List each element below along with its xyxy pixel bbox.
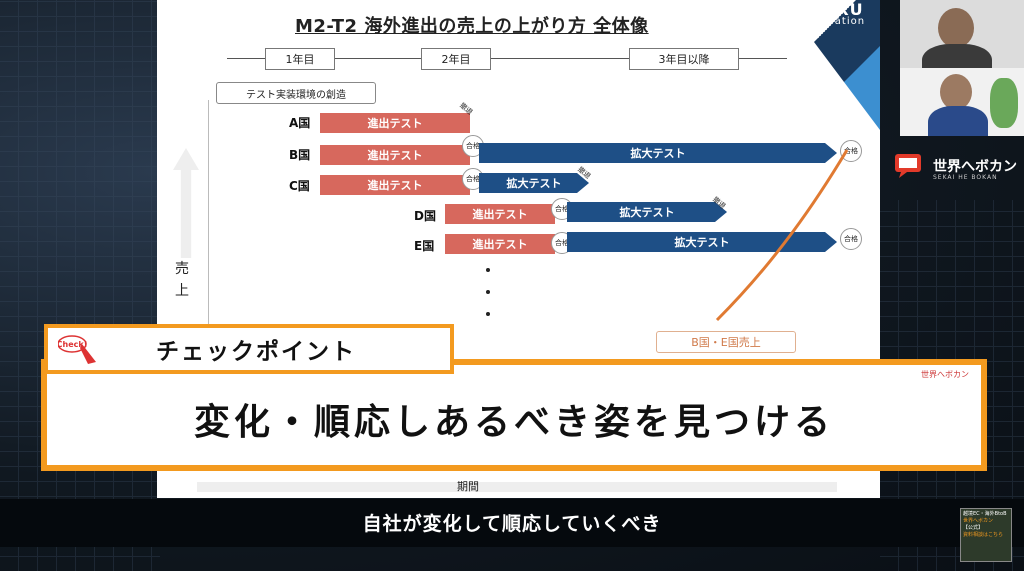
- webcam-participant-1: [900, 0, 1024, 68]
- mini-logo: 世界へボカン: [921, 370, 969, 379]
- thumb-line-3: 【公式】: [963, 525, 984, 531]
- channel-sub: SEKAI HE BOKAN: [933, 174, 998, 181]
- checkpoint-label: チェックポイント: [156, 339, 356, 365]
- subtitle-band: [0, 499, 1024, 547]
- sales-growth-curve: [715, 149, 849, 322]
- timeline-line: [227, 58, 787, 59]
- brand-logo: COUXU: [795, 0, 864, 19]
- participant-body: [922, 44, 992, 68]
- country-a-label: A国: [289, 116, 311, 130]
- plant: [990, 78, 1018, 128]
- sales-box: B国・E国売上: [656, 331, 796, 353]
- y-axis-label: 売上: [175, 261, 189, 299]
- country-c-label: C国: [289, 179, 310, 193]
- country-e-label: E国: [414, 239, 435, 253]
- promo-thumbnail[interactable]: 越境EC・海外BtoB 世界へボカン 【公式】 資料相談はこちら: [960, 508, 1012, 562]
- ellipsis-dot: [486, 290, 490, 294]
- webcam-participant-2: [900, 68, 1024, 136]
- country-e-entry-bar: 進出テスト: [445, 234, 555, 254]
- country-c-pass-badge: 合格: [462, 168, 484, 190]
- x-axis-arrow: [197, 482, 837, 492]
- headline-box: 世界へボカン 変化・順応しあるべき姿を見つける: [41, 359, 987, 471]
- y-axis-line: [208, 100, 209, 400]
- country-a-entry-bar: 進出テスト: [320, 113, 470, 133]
- participant-face: [940, 74, 972, 110]
- channel-logo: 世界へボカン SEKAI HE BOKAN: [893, 150, 1023, 186]
- country-b-label: B国: [289, 148, 311, 162]
- channel-logo-icon: [895, 154, 921, 178]
- ellipsis-dot: [486, 312, 490, 316]
- country-d-expand-bar: 拡大テスト: [567, 202, 727, 222]
- slide-title: M2-T2 海外進出の売上の上がり方 全体像: [295, 16, 649, 37]
- country-c-expand-bar: 拡大テスト: [479, 173, 589, 193]
- channel-name: 世界へボカン: [933, 159, 1017, 175]
- country-b-expand-bar: 拡大テスト: [479, 143, 837, 163]
- ellipsis-dot: [486, 268, 490, 272]
- x-axis-label: 期間: [457, 480, 479, 493]
- country-c-entry-bar: 進出テスト: [320, 175, 470, 195]
- participant-body: [928, 106, 988, 136]
- country-b-end-badge: 合格: [840, 140, 862, 162]
- svg-text:Check!: Check!: [58, 340, 87, 349]
- brand-sub: Corporation: [795, 16, 866, 27]
- headline-text: 変化・順応しあるべき姿を見つける: [193, 402, 834, 443]
- env-creation-box: テスト実装環境の創造: [216, 82, 376, 104]
- year-1-label: 1年目: [265, 48, 335, 70]
- thumb-line-2: 世界へボカン: [963, 518, 994, 524]
- thumb-line-4: 資料相談はこちら: [963, 532, 1004, 538]
- country-b-entry-bar: 進出テスト: [320, 145, 470, 165]
- year-3-label: 3年目以降: [629, 48, 739, 70]
- year-2-label: 2年目: [421, 48, 491, 70]
- country-d-entry-bar: 進出テスト: [445, 204, 555, 224]
- subtitle-text: 自社が変化して順応していくべき: [362, 513, 662, 535]
- participant-face: [938, 8, 974, 48]
- checkpoint-label-box: Check! チェックポイント: [44, 324, 454, 374]
- thumb-line-1: 越境EC・海外BtoB: [963, 511, 1007, 517]
- country-e-expand-bar: 拡大テスト: [567, 232, 837, 252]
- country-d-label: D国: [414, 209, 436, 223]
- country-e-end-badge: 合格: [840, 228, 862, 250]
- background-building-left: [0, 0, 160, 571]
- check-hand-icon: Check!: [58, 335, 96, 364]
